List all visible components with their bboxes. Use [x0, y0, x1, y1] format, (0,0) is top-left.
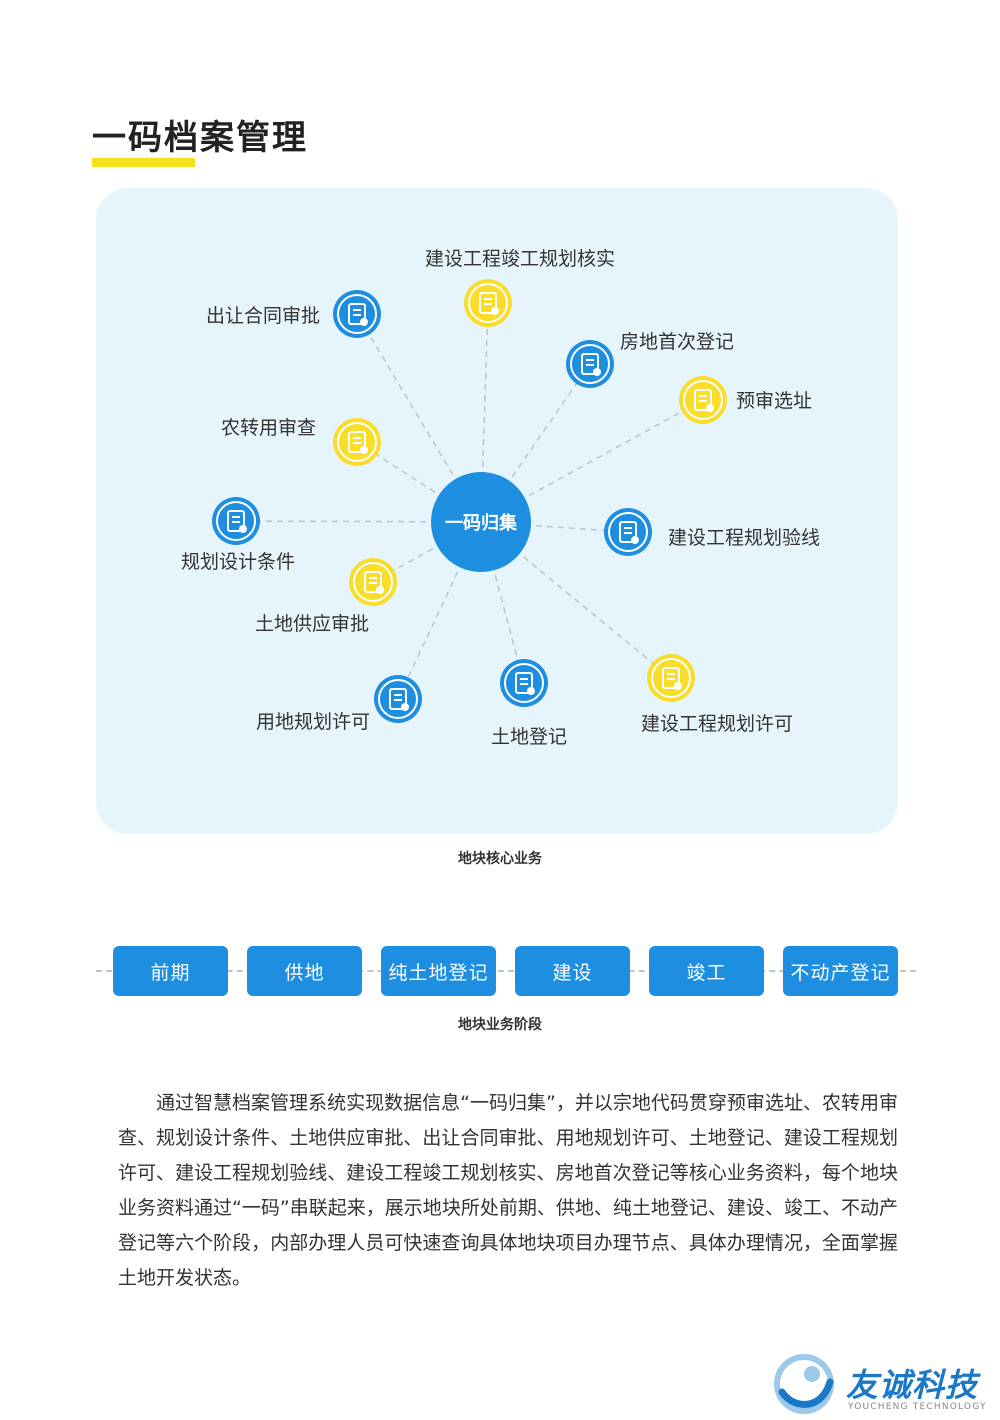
- drafting-icon: [212, 497, 260, 545]
- stage-box: 供地: [247, 946, 362, 996]
- stages-caption: 地块业务阶段: [458, 1017, 542, 1033]
- connector-line: [356, 313, 482, 523]
- diagram-node[interactable]: 建设工程竣工规划核实: [425, 248, 615, 327]
- map-pin-icon: [679, 376, 727, 424]
- document-seal-icon: [333, 418, 381, 466]
- node-label: 规划设计条件: [181, 551, 295, 573]
- stage-box: 纯土地登记: [381, 946, 496, 996]
- connector-line: [480, 363, 591, 523]
- node-label: 用地规划许可: [256, 711, 370, 733]
- hub-node[interactable]: 一码归集: [431, 472, 531, 572]
- node-label: 建设工程竣工规划核实: [425, 248, 615, 270]
- connector-line: [235, 520, 482, 523]
- diagram-node[interactable]: 预审选址: [679, 376, 812, 424]
- document-list-icon: [349, 558, 397, 606]
- diagram-node[interactable]: 土地供应审批: [255, 558, 397, 635]
- diagram-node[interactable]: 建设工程规划许可: [641, 654, 793, 735]
- node-label: 农转用审查: [221, 417, 316, 439]
- connector-line: [480, 399, 704, 523]
- stage-box: 前期: [113, 946, 228, 996]
- node-label: 房地首次登记: [620, 331, 734, 353]
- connector-line: [480, 521, 672, 679]
- globe-swoosh-icon: [774, 1354, 834, 1414]
- diagram-node[interactable]: 房地首次登记: [566, 331, 734, 388]
- hub-label: 一码归集: [445, 512, 518, 534]
- title-underline: [92, 158, 195, 167]
- diagram-node[interactable]: 建设工程规划验线: [604, 508, 820, 556]
- id-card-icon: [374, 675, 422, 723]
- node-label: 建设工程规划许可: [641, 713, 793, 735]
- description-paragraph: 通过智慧档案管理系统实现数据信息“一码归集”，并以宗地代码贯穿预审选址、农转用审…: [118, 1092, 898, 1289]
- node-label: 出让合同审批: [206, 305, 320, 327]
- diagram-node[interactable]: 土地登记: [491, 659, 567, 748]
- logo-subtitle: YOUCHENG TECHNOLOGY: [848, 1402, 987, 1412]
- diagram-node[interactable]: 规划设计条件: [181, 497, 295, 573]
- map-edit-icon: [604, 508, 652, 556]
- diagram-caption: 地块核心业务: [458, 851, 542, 867]
- building-check-icon: [464, 279, 512, 327]
- node-label: 土地登记: [491, 726, 567, 748]
- document-stamp-icon: [333, 290, 381, 338]
- logo-name: 友诚科技: [846, 1366, 979, 1404]
- diagram-node[interactable]: 用地规划许可: [256, 675, 422, 733]
- document-edit-icon: [566, 340, 614, 388]
- stage-timeline: [96, 970, 916, 972]
- node-label: 建设工程规划验线: [668, 527, 820, 549]
- diagram-node[interactable]: 农转用审查: [221, 417, 381, 466]
- stage-box: 建设: [515, 946, 630, 996]
- stage-box: 竣工: [649, 946, 764, 996]
- building-grid-icon: [500, 659, 548, 707]
- diagram-node[interactable]: 出让合同审批: [206, 290, 381, 338]
- node-label: 土地供应审批: [255, 613, 369, 635]
- building-gear-icon: [647, 654, 695, 702]
- stage-box: 不动产登记: [783, 946, 898, 996]
- page-title: 一码档案管理: [92, 118, 308, 158]
- diagram-nodes: 建设工程竣工规划核实出让合同审批房地首次登记预审选址农转用审查规划设计条件建设工…: [181, 248, 820, 748]
- node-label: 预审选址: [736, 390, 812, 412]
